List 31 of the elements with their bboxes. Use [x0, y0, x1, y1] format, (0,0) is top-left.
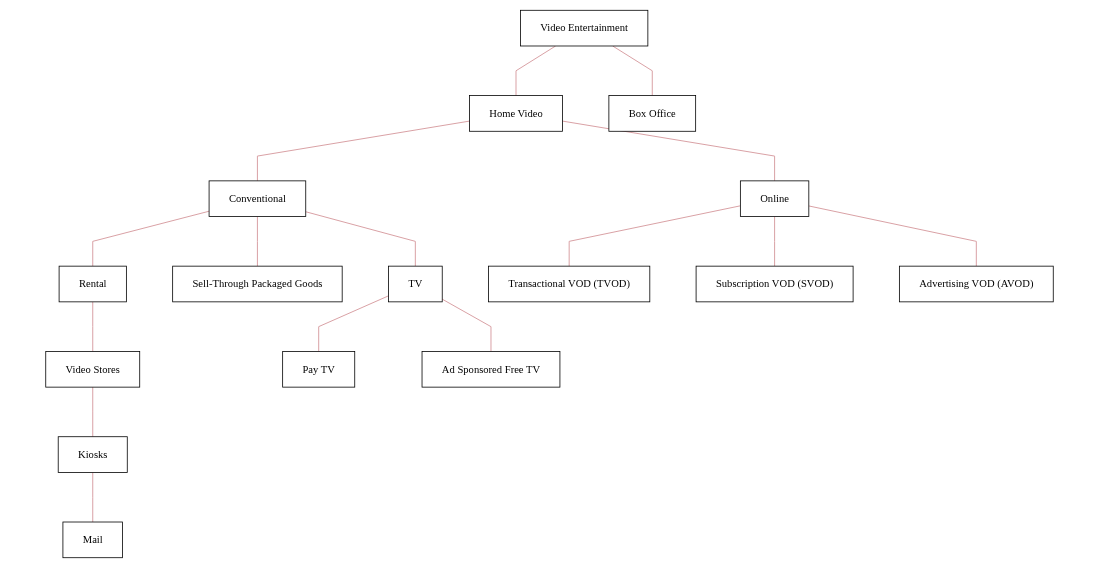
connector	[808, 205, 977, 267]
connector	[441, 298, 492, 352]
node-box: TV	[388, 265, 443, 303]
node-box: Subscription VOD (SVOD)	[695, 265, 854, 303]
node-box: Rental	[58, 265, 127, 303]
node-box: Pay TV	[282, 351, 356, 388]
connector	[256, 216, 258, 267]
node-box: Conventional	[208, 180, 307, 217]
connector	[92, 386, 94, 438]
connector	[568, 205, 741, 267]
connector	[774, 216, 776, 267]
connector	[92, 471, 94, 523]
node-box: Mail	[62, 521, 123, 559]
connector	[256, 120, 470, 182]
node-box: Advertising VOD (AVOD)	[899, 265, 1054, 303]
node-box: Transactional VOD (TVOD)	[488, 265, 651, 303]
node-box: Kiosks	[57, 436, 128, 473]
connector	[612, 45, 653, 97]
node-box: Sell-Through Packaged Goods	[172, 265, 343, 303]
connector	[305, 211, 416, 267]
node-box: Video Entertainment	[520, 9, 649, 47]
node-box: Home Video	[469, 95, 563, 132]
connector	[318, 295, 389, 352]
connector	[92, 210, 210, 267]
connector	[562, 120, 776, 182]
node-box: Box Office	[608, 95, 697, 132]
connector	[515, 45, 557, 97]
node-box: Online	[739, 180, 810, 217]
connector	[92, 301, 94, 352]
node-box: Video Stores	[45, 351, 141, 388]
node-box: Ad Sponsored Free TV	[421, 351, 561, 388]
